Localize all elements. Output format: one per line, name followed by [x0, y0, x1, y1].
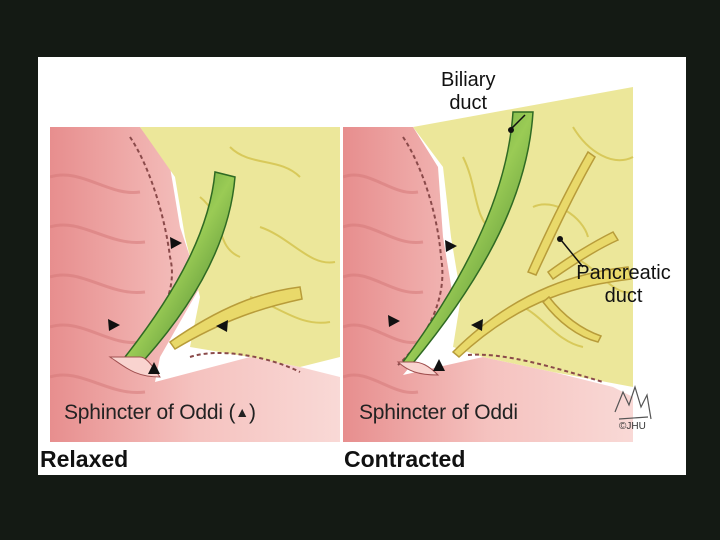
relaxed-illustration: [50, 57, 340, 442]
pancreatic-label-line2: duct: [561, 285, 686, 308]
slide: Sphincter of Oddi (▲) Relaxed: [38, 57, 686, 475]
pancreatic-duct-label: Pancreatic duct: [561, 262, 686, 308]
sphincter-marker-icon: ▲: [235, 404, 249, 420]
contracted-label: Contracted: [344, 446, 465, 473]
contracted-panel: Biliary duct Pancreatic duct Sphincter o…: [343, 57, 686, 442]
biliary-label-line1: Biliary: [441, 69, 495, 92]
relaxed-caption: Sphincter of Oddi (▲): [64, 401, 256, 425]
biliary-label-line2: duct: [441, 92, 495, 115]
contracted-caption: Sphincter of Oddi: [359, 401, 518, 425]
pancreatic-label-line1: Pancreatic: [561, 262, 686, 285]
biliary-pointer-dot: [508, 127, 514, 133]
caption-text: Sphincter of Oddi (: [64, 401, 235, 424]
biliary-duct-label: Biliary duct: [441, 69, 495, 115]
pancreatic-pointer-dot: [557, 236, 563, 242]
relaxed-label: Relaxed: [40, 446, 128, 473]
relaxed-panel: Sphincter of Oddi (▲): [50, 57, 340, 442]
copyright-credit: ©JHU: [619, 421, 646, 432]
caption-close: ): [249, 401, 256, 424]
contracted-illustration: [343, 57, 686, 442]
